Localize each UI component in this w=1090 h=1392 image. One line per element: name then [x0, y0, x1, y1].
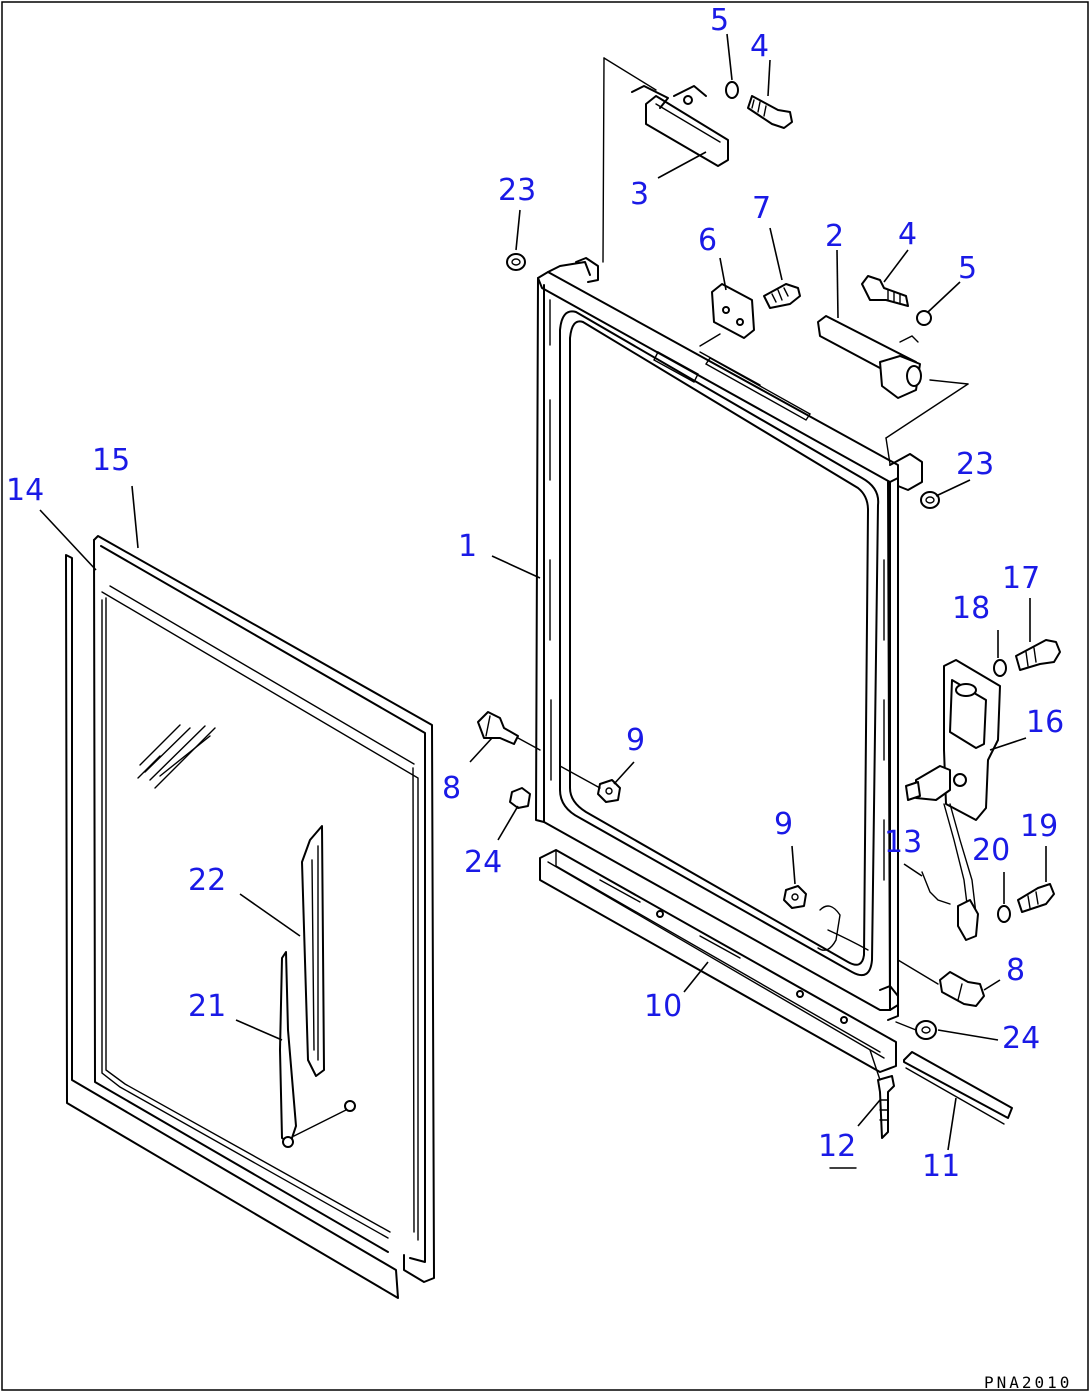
nut [783, 885, 807, 909]
washer [916, 310, 932, 326]
callout-6: 6 [698, 223, 717, 258]
callout-14: 14 [6, 473, 44, 508]
callout-20: 20 [972, 833, 1010, 868]
lock-assembly [905, 659, 1001, 941]
screw [877, 1075, 895, 1139]
callout-8: 8 [442, 771, 461, 806]
callout-labels: 1 2 3 4 4 5 5 6 7 8 8 9 9 10 11 12 13 14… [6, 3, 1064, 1184]
collar [920, 491, 940, 509]
washer [993, 659, 1007, 677]
leader-lines [39, 33, 1047, 1169]
callout-23: 23 [956, 447, 994, 482]
wiper-arm [279, 951, 356, 1148]
bolt [763, 283, 801, 309]
hinge [817, 315, 922, 399]
callout-23: 23 [498, 173, 536, 208]
callout-8: 8 [1006, 953, 1025, 988]
wiper-blade [301, 825, 325, 1077]
washer [997, 905, 1011, 923]
collar [509, 787, 531, 809]
washer [725, 81, 739, 99]
callout-7: 7 [752, 191, 771, 226]
callout-21: 21 [188, 989, 226, 1024]
callout-22: 22 [188, 863, 226, 898]
bolt [1015, 639, 1061, 671]
glass-glare-hatch [137, 724, 216, 789]
callout-5: 5 [710, 3, 729, 38]
bolt [939, 971, 985, 1007]
callout-5: 5 [958, 251, 977, 286]
callout-24: 24 [464, 845, 502, 880]
callout-11: 11 [922, 1149, 960, 1184]
callout-9: 9 [774, 807, 793, 842]
callout-19: 19 [1020, 809, 1058, 844]
bolt [477, 711, 519, 745]
callout-1: 1 [458, 529, 477, 564]
drawing-code: PNA2010 [984, 1373, 1072, 1392]
callout-18: 18 [952, 591, 990, 626]
callout-24: 24 [1002, 1021, 1040, 1056]
callout-15: 15 [92, 443, 130, 478]
callout-16: 16 [1026, 705, 1064, 740]
glass-pane [65, 535, 435, 1299]
callout-4: 4 [898, 217, 917, 252]
callout-17: 17 [1002, 561, 1040, 596]
bolt [861, 275, 909, 307]
collar [506, 253, 526, 271]
callout-13: 13 [884, 825, 922, 860]
bolt [1017, 883, 1055, 913]
callout-3: 3 [630, 177, 649, 212]
latch-plate [711, 283, 755, 339]
callout-9: 9 [626, 723, 645, 758]
bolt [747, 95, 793, 129]
collar [915, 1020, 937, 1040]
callout-4: 4 [750, 29, 769, 64]
nut [597, 779, 621, 803]
door-frame [535, 257, 923, 1021]
callout-12: 12 [818, 1129, 856, 1164]
callout-10: 10 [644, 989, 682, 1024]
bottom-rail [539, 849, 897, 1073]
strip [903, 1051, 1013, 1119]
upper-bracket [631, 85, 729, 167]
rod [921, 871, 951, 905]
callout-2: 2 [825, 219, 844, 254]
